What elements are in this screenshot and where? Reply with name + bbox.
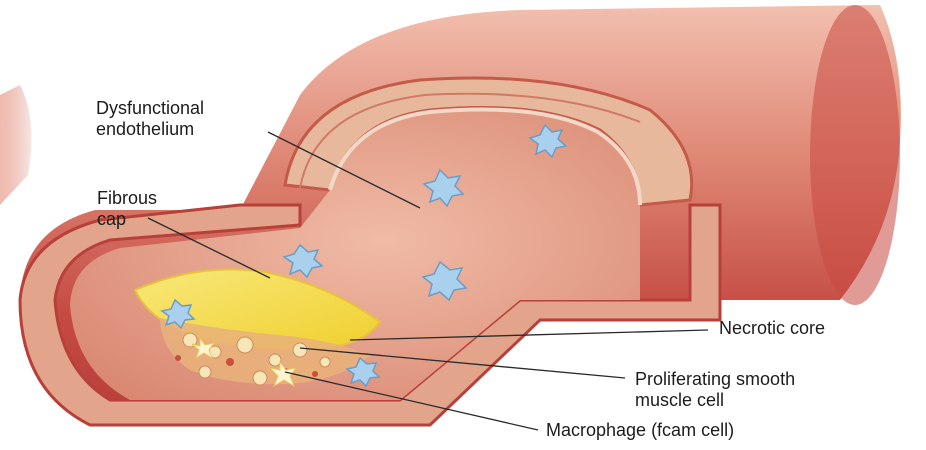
label-smooth-muscle-line2: muscle cell: [635, 390, 795, 411]
label-macrophage-foam-cell: Macrophage (fcam cell): [546, 420, 734, 441]
label-endothelium-line2: endothelium: [96, 119, 204, 140]
label-necrotic-core: Necrotic core: [719, 318, 825, 339]
artery-right-end: [810, 5, 900, 305]
label-smooth-muscle-line1: Proliferating smooth: [635, 369, 795, 390]
label-proliferating-smooth-muscle-cell: Proliferating smooth muscle cell: [635, 369, 795, 411]
label-dysfunctional-endothelium: Dysfunctional endothelium: [96, 98, 204, 140]
label-fibrous-cap-line2: cap: [97, 209, 157, 230]
label-endothelium-line1: Dysfunctional: [96, 98, 204, 119]
label-fibrous-cap: Fibrous cap: [97, 188, 157, 230]
label-fibrous-cap-line1: Fibrous: [97, 188, 157, 209]
left-artery-fragment: [0, 85, 32, 205]
